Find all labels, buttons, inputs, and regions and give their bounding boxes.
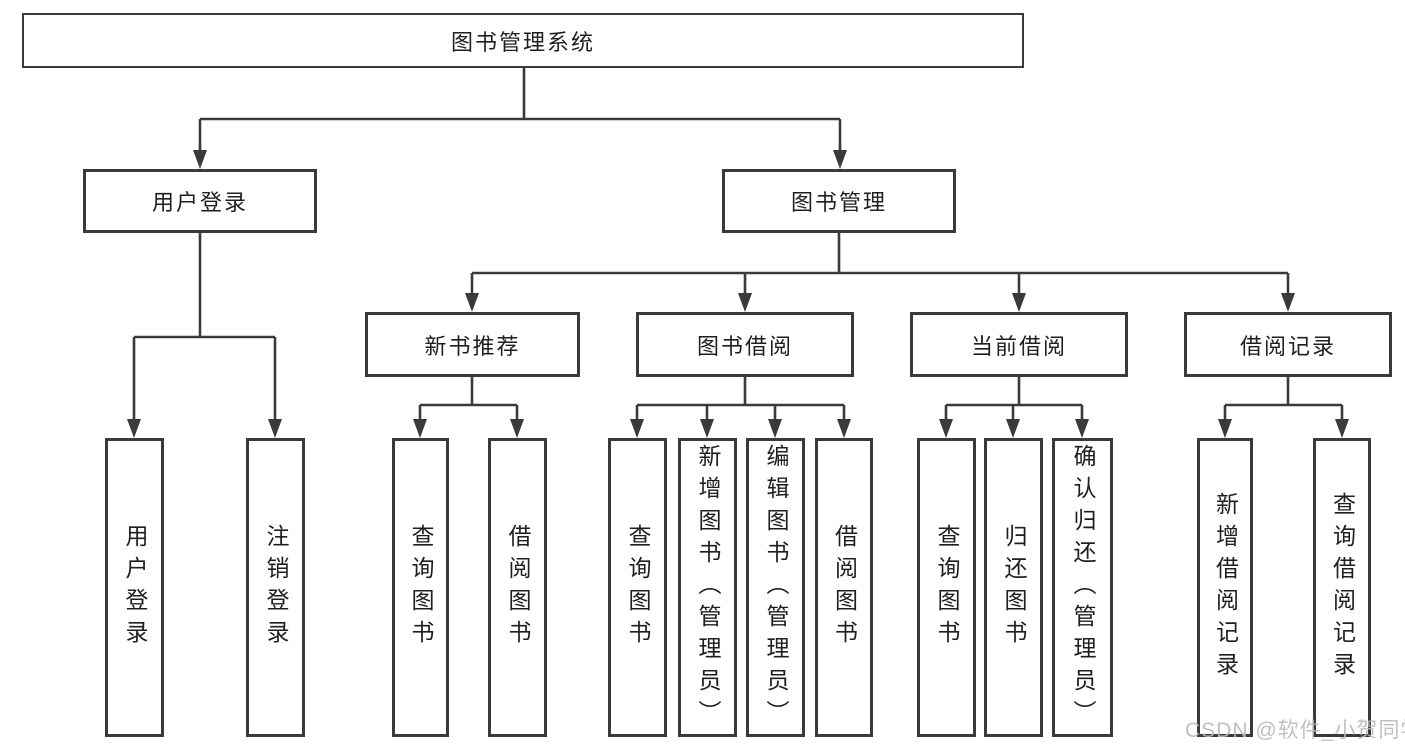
node-new-book-recommend-label: 新书推荐 [424, 333, 521, 359]
node-root: 图书管理系统 [22, 13, 1024, 68]
leaf-query-borrow-record: 查询借阅记录 [1313, 438, 1371, 737]
leaf-borrow-query-books-label: 查询图书 [625, 523, 651, 652]
leaf-borrow-books: 借阅图书 [815, 438, 873, 737]
leaf-current-query-books-label: 查询图书 [934, 523, 960, 652]
leaf-logout-label: 注销登录 [263, 523, 289, 652]
leaf-return-books-label: 归还图书 [1001, 523, 1027, 652]
leaf-add-borrow-record-label: 新增借阅记录 [1212, 491, 1239, 684]
node-current-borrow-label: 当前借阅 [970, 333, 1067, 359]
node-current-borrow: 当前借阅 [910, 312, 1128, 377]
arrowhead-icons [127, 150, 1349, 438]
leaf-confirm-return-admin: 确认归还（管理员） [1052, 438, 1113, 737]
node-book-management-label: 图书管理 [790, 190, 887, 215]
leaf-rec-query-books-label: 查询图书 [408, 523, 434, 652]
csdn-watermark: CSDN @软件_小贺同学 [1185, 719, 1405, 742]
leaf-user-login-label: 用户登录 [122, 523, 148, 652]
leaf-edit-books-admin: 编辑图书（管理员） [746, 438, 805, 737]
node-user-login-label: 用户登录 [151, 190, 248, 215]
leaf-borrow-query-books: 查询图书 [608, 438, 667, 737]
leaf-query-borrow-record-label: 查询借阅记录 [1329, 491, 1356, 684]
node-book-borrow-label: 图书借阅 [696, 333, 793, 359]
leaf-logout: 注销登录 [246, 438, 305, 737]
node-book-borrow: 图书借阅 [636, 312, 854, 377]
node-borrow-records-label: 借阅记录 [1239, 333, 1336, 359]
leaf-return-books: 归还图书 [984, 438, 1043, 737]
node-root-label: 图书管理系统 [450, 29, 595, 55]
node-book-management: 图书管理 [722, 169, 956, 233]
leaf-add-books-admin-label: 新增图书（管理员） [695, 443, 721, 732]
leaf-add-books-admin: 新增图书（管理员） [678, 438, 737, 737]
leaf-rec-query-books: 查询图书 [392, 438, 449, 737]
leaf-add-borrow-record: 新增借阅记录 [1197, 438, 1253, 737]
leaf-rec-borrow-books-label: 借阅图书 [505, 523, 531, 652]
leaf-rec-borrow-books: 借阅图书 [488, 438, 547, 737]
leaf-confirm-return-admin-label: 确认归还（管理员） [1070, 443, 1096, 732]
node-user-login: 用户登录 [83, 169, 317, 233]
node-new-book-recommend: 新书推荐 [365, 312, 580, 377]
leaf-user-login: 用户登录 [105, 438, 164, 737]
leaf-borrow-books-label: 借阅图书 [831, 523, 858, 652]
leaf-current-query-books: 查询图书 [917, 438, 976, 737]
leaf-edit-books-admin-label: 编辑图书（管理员） [763, 443, 789, 732]
node-borrow-records: 借阅记录 [1184, 312, 1392, 377]
